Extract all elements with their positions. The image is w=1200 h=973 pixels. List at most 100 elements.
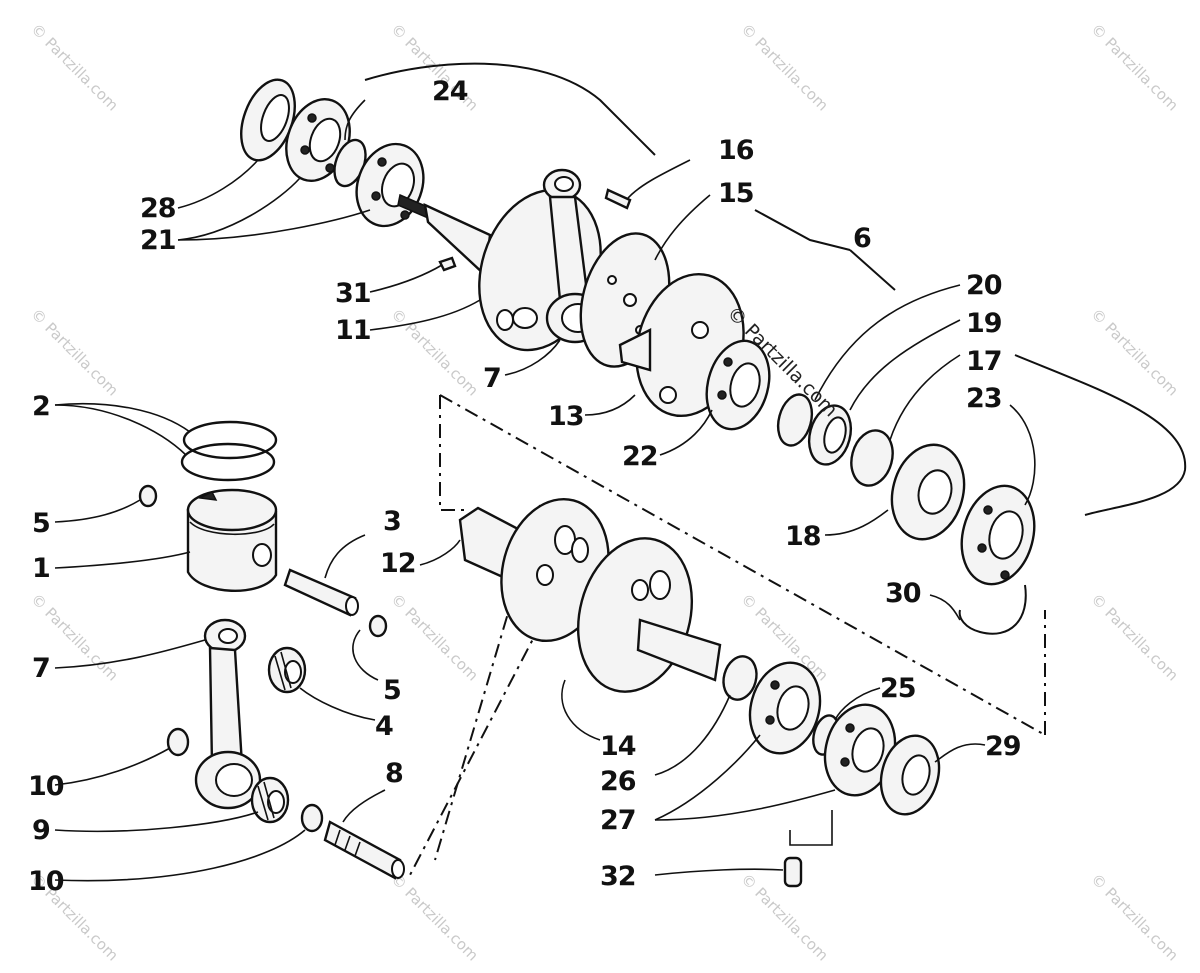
leader-line — [654, 694, 731, 776]
leader-line — [344, 99, 366, 141]
part-3-pin — [283, 568, 359, 617]
leader-line — [177, 177, 301, 241]
callout-20: 20 — [966, 270, 1003, 301]
leader-line — [824, 509, 889, 536]
leader-line — [584, 394, 636, 416]
leader-line — [654, 734, 761, 821]
leader-line — [654, 194, 711, 261]
part-19-ring — [823, 416, 847, 454]
part-20-ring — [776, 393, 814, 447]
callout-7: 7 — [32, 653, 51, 684]
callout-13: 13 — [548, 401, 585, 432]
part-7-connecting-rod — [194, 618, 262, 810]
group-outline — [364, 62, 656, 156]
group-outline — [1014, 354, 1187, 516]
leader-line — [54, 811, 259, 833]
leader-line — [504, 339, 561, 376]
leader-line — [54, 829, 306, 882]
callout-22: 22 — [622, 441, 659, 472]
part-16-screw — [604, 188, 632, 210]
part-27-bearing — [748, 661, 822, 755]
leader-line — [352, 629, 379, 681]
shaft — [423, 202, 492, 278]
leader-line — [814, 284, 961, 401]
part-28-seal — [240, 78, 296, 162]
leader-line — [369, 299, 481, 331]
leader-line — [419, 539, 461, 566]
callout-12: 12 — [380, 548, 417, 579]
callout-6: 6 — [853, 223, 872, 254]
leader-line — [342, 789, 386, 823]
leader-line — [849, 319, 961, 411]
part-23-bearing — [960, 484, 1036, 586]
leader-line — [1009, 404, 1036, 506]
callout-2: 2 — [32, 391, 51, 422]
callout-30: 30 — [885, 578, 922, 609]
leader-line — [54, 499, 141, 523]
callout-31: 31 — [335, 278, 372, 309]
leader-line — [54, 747, 171, 786]
callout-29: 29 — [985, 731, 1022, 762]
part-5-clip — [368, 614, 388, 638]
part-17-ring — [850, 429, 894, 487]
alignment-line — [439, 395, 465, 511]
part-22-bearing — [705, 339, 771, 431]
group-outline — [754, 209, 851, 251]
part-4-needle-bearing — [267, 646, 307, 694]
leader-line — [54, 402, 191, 433]
callout-19: 19 — [966, 308, 1003, 339]
leader-line — [299, 687, 376, 721]
leader-line — [177, 209, 371, 241]
leader-line — [929, 594, 961, 621]
part-2-ring — [180, 442, 276, 482]
part-31-key — [438, 256, 457, 272]
callout-4: 4 — [375, 711, 394, 742]
leader-line — [889, 354, 961, 441]
part-5-clip — [138, 484, 158, 508]
callout-27: 27 — [600, 805, 637, 836]
leader-line — [659, 409, 713, 456]
callout-32: 32 — [600, 861, 637, 892]
part-9-needle-bearing — [250, 776, 290, 824]
leader-line — [54, 551, 191, 569]
leader-line — [561, 679, 601, 741]
callout-23: 23 — [966, 383, 1003, 414]
part-10-washer — [300, 803, 324, 833]
part-18-seal — [890, 443, 966, 541]
part-14-crank-half — [576, 537, 722, 693]
callout-28: 28 — [140, 193, 177, 224]
callout-1: 1 — [32, 553, 51, 584]
callout-21: 21 — [140, 225, 177, 256]
part-30-snap-ring — [958, 584, 1027, 635]
callout-14: 14 — [600, 731, 637, 762]
part-26-ring — [722, 655, 758, 701]
part-1-piston — [186, 488, 278, 593]
callout-16: 16 — [718, 135, 755, 166]
part-10-washer — [166, 727, 190, 757]
leader-line — [369, 264, 443, 293]
leader-line — [627, 159, 691, 199]
part-8-crankpin — [323, 820, 405, 880]
leader-line — [934, 743, 986, 763]
group-outline — [849, 249, 896, 291]
callout-3: 3 — [383, 506, 402, 537]
leader-line — [177, 159, 259, 209]
callout-25: 25 — [880, 673, 917, 704]
callout-26: 26 — [600, 766, 637, 797]
callout-7: 7 — [483, 363, 502, 394]
leader-line — [654, 789, 836, 821]
callout-10: 10 — [28, 771, 65, 802]
callout-10: 10 — [28, 866, 65, 897]
leader-line — [654, 868, 784, 876]
callout-15: 15 — [718, 178, 755, 209]
callout-24: 24 — [432, 76, 469, 107]
leader-line — [54, 639, 206, 669]
part-32-pin — [783, 810, 833, 888]
callout-17: 17 — [966, 346, 1003, 377]
leader-line — [324, 534, 366, 579]
callout-5: 5 — [383, 675, 402, 706]
leader-line — [834, 687, 881, 721]
part-2-ring — [182, 420, 278, 460]
